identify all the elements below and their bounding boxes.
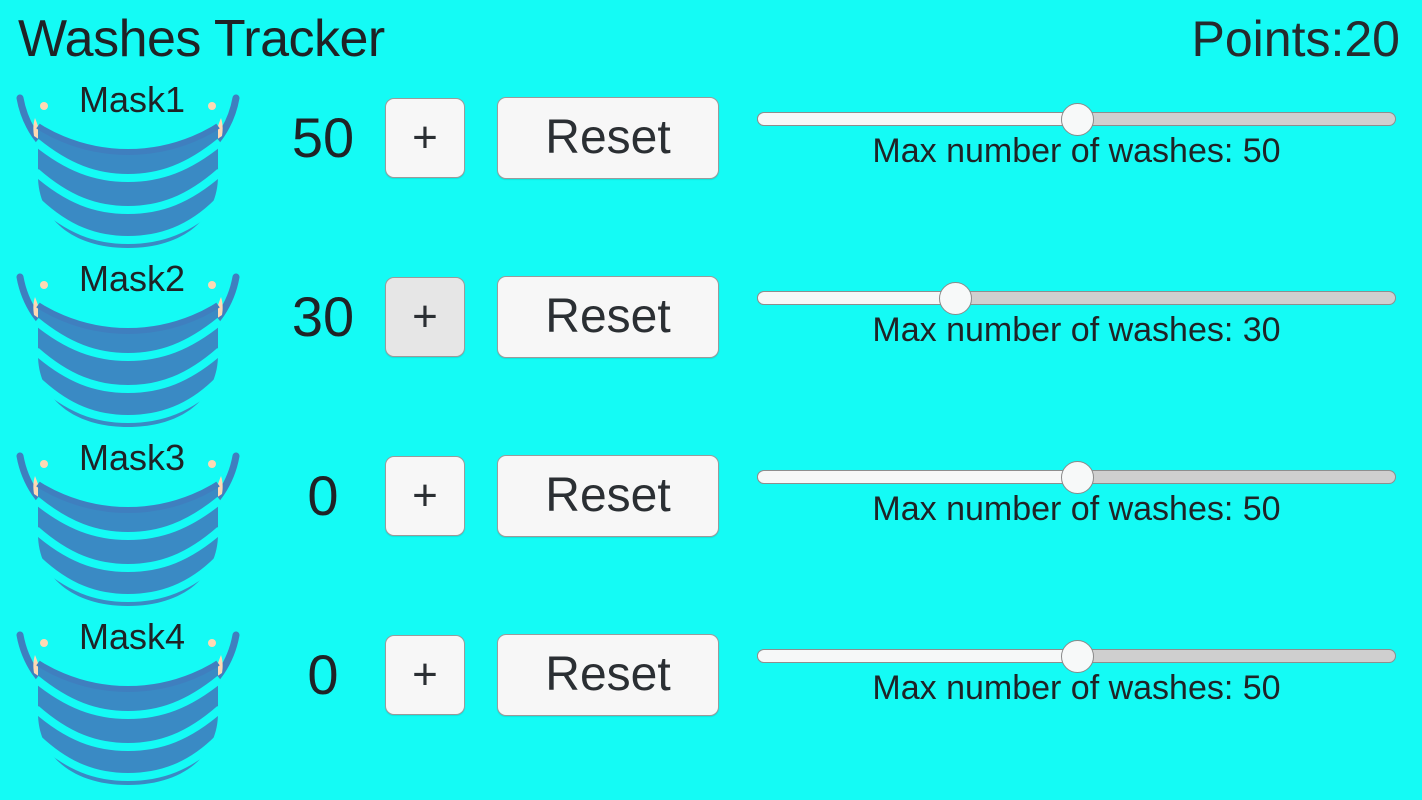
max-washes-slider[interactable] bbox=[757, 282, 1396, 315]
max-washes-slider[interactable] bbox=[757, 461, 1396, 494]
row-actions: + Reset bbox=[384, 623, 719, 727]
mask-cell: Mask3 bbox=[0, 436, 262, 615]
max-washes-caption: Max number of washes: 50 bbox=[872, 132, 1281, 170]
max-washes-slider[interactable] bbox=[757, 103, 1396, 136]
increment-button[interactable]: + bbox=[385, 456, 465, 536]
slider-thumb[interactable] bbox=[1060, 103, 1094, 136]
face-mask-icon bbox=[16, 452, 240, 606]
increment-button[interactable]: + bbox=[385, 98, 465, 178]
slider-thumb[interactable] bbox=[939, 282, 973, 315]
wash-count: 0 bbox=[307, 643, 339, 706]
mask-row: Mask4 0 + Reset Max number of washes: 50 bbox=[0, 615, 1422, 794]
increment-button[interactable]: + bbox=[385, 277, 465, 357]
face-mask-icon bbox=[16, 631, 240, 785]
max-washes-control: Max number of washes: 50 bbox=[757, 615, 1396, 773]
max-washes-control: Max number of washes: 50 bbox=[757, 436, 1396, 594]
face-mask-icon bbox=[16, 94, 240, 248]
slider-thumb[interactable] bbox=[1060, 640, 1094, 673]
row-actions: + Reset bbox=[384, 444, 719, 548]
reset-button[interactable]: Reset bbox=[497, 97, 719, 179]
row-actions: + Reset bbox=[384, 86, 719, 190]
slider-track-fill bbox=[757, 649, 1077, 663]
max-washes-slider[interactable] bbox=[757, 640, 1396, 673]
mask-row: Mask3 0 + Reset Max number of washes: 50 bbox=[0, 436, 1422, 615]
wash-count: 0 bbox=[307, 464, 339, 527]
mask-row: Mask2 30 + Reset Max number of washes: 3… bbox=[0, 257, 1422, 436]
max-washes-control: Max number of washes: 50 bbox=[757, 78, 1396, 236]
mask-list: Mask1 50 + Reset Max number of washes: 5… bbox=[0, 78, 1422, 794]
face-mask-icon bbox=[16, 273, 240, 427]
reset-button[interactable]: Reset bbox=[497, 634, 719, 716]
mask-cell: Mask4 bbox=[0, 615, 262, 794]
mask-cell: Mask2 bbox=[0, 257, 262, 436]
reset-button[interactable]: Reset bbox=[497, 455, 719, 537]
mask-cell: Mask1 bbox=[0, 78, 262, 257]
max-washes-caption: Max number of washes: 30 bbox=[872, 311, 1281, 349]
increment-button[interactable]: + bbox=[385, 635, 465, 715]
max-washes-control: Max number of washes: 30 bbox=[757, 257, 1396, 415]
wash-count: 30 bbox=[291, 285, 355, 348]
slider-track-fill bbox=[757, 470, 1077, 484]
app-header: Washes Tracker Points:20 bbox=[0, 0, 1422, 78]
slider-thumb[interactable] bbox=[1060, 461, 1094, 494]
reset-button[interactable]: Reset bbox=[497, 276, 719, 358]
points-display: Points:20 bbox=[1191, 11, 1400, 67]
page-title: Washes Tracker bbox=[18, 10, 385, 68]
slider-track-fill bbox=[757, 291, 956, 305]
max-washes-caption: Max number of washes: 50 bbox=[872, 669, 1281, 707]
max-washes-caption: Max number of washes: 50 bbox=[872, 490, 1281, 528]
mask-row: Mask1 50 + Reset Max number of washes: 5… bbox=[0, 78, 1422, 257]
wash-count: 50 bbox=[291, 106, 355, 169]
row-actions: + Reset bbox=[384, 265, 719, 369]
slider-track-fill bbox=[757, 112, 1077, 126]
